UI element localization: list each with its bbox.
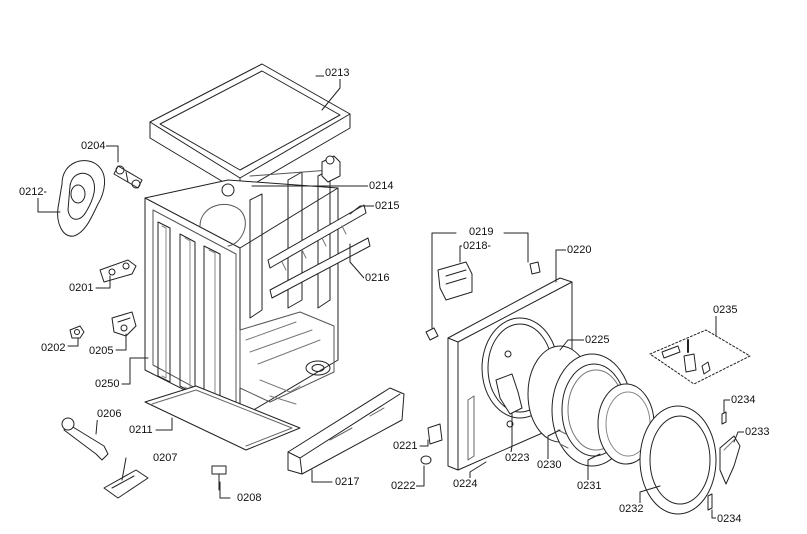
- plinth-panel: [287, 387, 405, 475]
- outer-door-ring-0232: [639, 405, 717, 515]
- part-label-0224: 0224: [452, 478, 479, 490]
- part-label-0217: 0217: [334, 476, 361, 488]
- bottom-plate: [144, 385, 301, 451]
- part-label-0212: 0212: [18, 186, 45, 198]
- part-label-0225: 0225: [584, 334, 611, 346]
- part-label-0207: 0207: [152, 452, 179, 464]
- part-label-0232: 0232: [618, 503, 645, 515]
- bracket-0223: [495, 373, 523, 415]
- part-label-0215: 0215: [374, 200, 401, 212]
- cabinet: [144, 169, 339, 419]
- wrench-0206: [61, 417, 109, 461]
- bottom-plate-inner: [151, 389, 293, 447]
- part-label-0211: 0211: [128, 424, 154, 436]
- foot-0207: [103, 469, 149, 499]
- part-label-0221: 0221: [392, 440, 419, 452]
- part-label-0218: 0218: [462, 240, 489, 252]
- bolt-0208: [211, 465, 227, 491]
- leader-lines: [37, 75, 745, 519]
- part-label-0223: 0223: [504, 452, 531, 464]
- clip-0221: [427, 423, 443, 445]
- part-label-0234-top: 0234: [730, 394, 757, 406]
- part-label-0205: 0205: [88, 345, 115, 357]
- clip-0219-right: [529, 261, 541, 275]
- door-lock-0218: [437, 261, 473, 301]
- hinge-0205: [111, 311, 137, 337]
- worktop-cover: [149, 63, 351, 193]
- part-label-0202: 0202: [40, 342, 67, 354]
- part-label-0214: 0214: [368, 180, 395, 192]
- part-label-0213: 0213: [324, 67, 351, 79]
- part-label-0231: 0231: [576, 480, 603, 492]
- part-label-0234-bottom: 0234: [716, 513, 743, 525]
- part-label-0220: 0220: [566, 244, 593, 256]
- part-label-0204: 0204: [80, 140, 107, 152]
- clip-0222: [420, 455, 432, 465]
- pin-0234-bottom: [707, 493, 713, 511]
- door-handle-0233: [719, 435, 741, 485]
- bracket-0201: [99, 259, 137, 283]
- clip-0219-left: [425, 327, 439, 341]
- nut-0202: [69, 325, 85, 339]
- pin-0234-top: [721, 411, 727, 425]
- part-label-0250: 0250: [94, 378, 121, 390]
- tub-cover-0212: [57, 160, 105, 237]
- valve-0204: [113, 165, 143, 189]
- part-label-0222: 0222: [390, 480, 417, 492]
- part-label-0208: 0208: [236, 492, 263, 504]
- part-label-0216: 0216: [364, 272, 391, 284]
- hinge-kit-0235: [649, 329, 751, 385]
- part-label-0235: 0235: [712, 304, 739, 316]
- part-label-0230: 0230: [536, 459, 563, 471]
- part-label-0219: 0219: [468, 226, 495, 238]
- part-label-0233: 0233: [744, 426, 771, 438]
- cross-braces: [267, 204, 371, 299]
- part-label-0206: 0206: [96, 408, 123, 420]
- part-label-0201: 0201: [68, 282, 95, 294]
